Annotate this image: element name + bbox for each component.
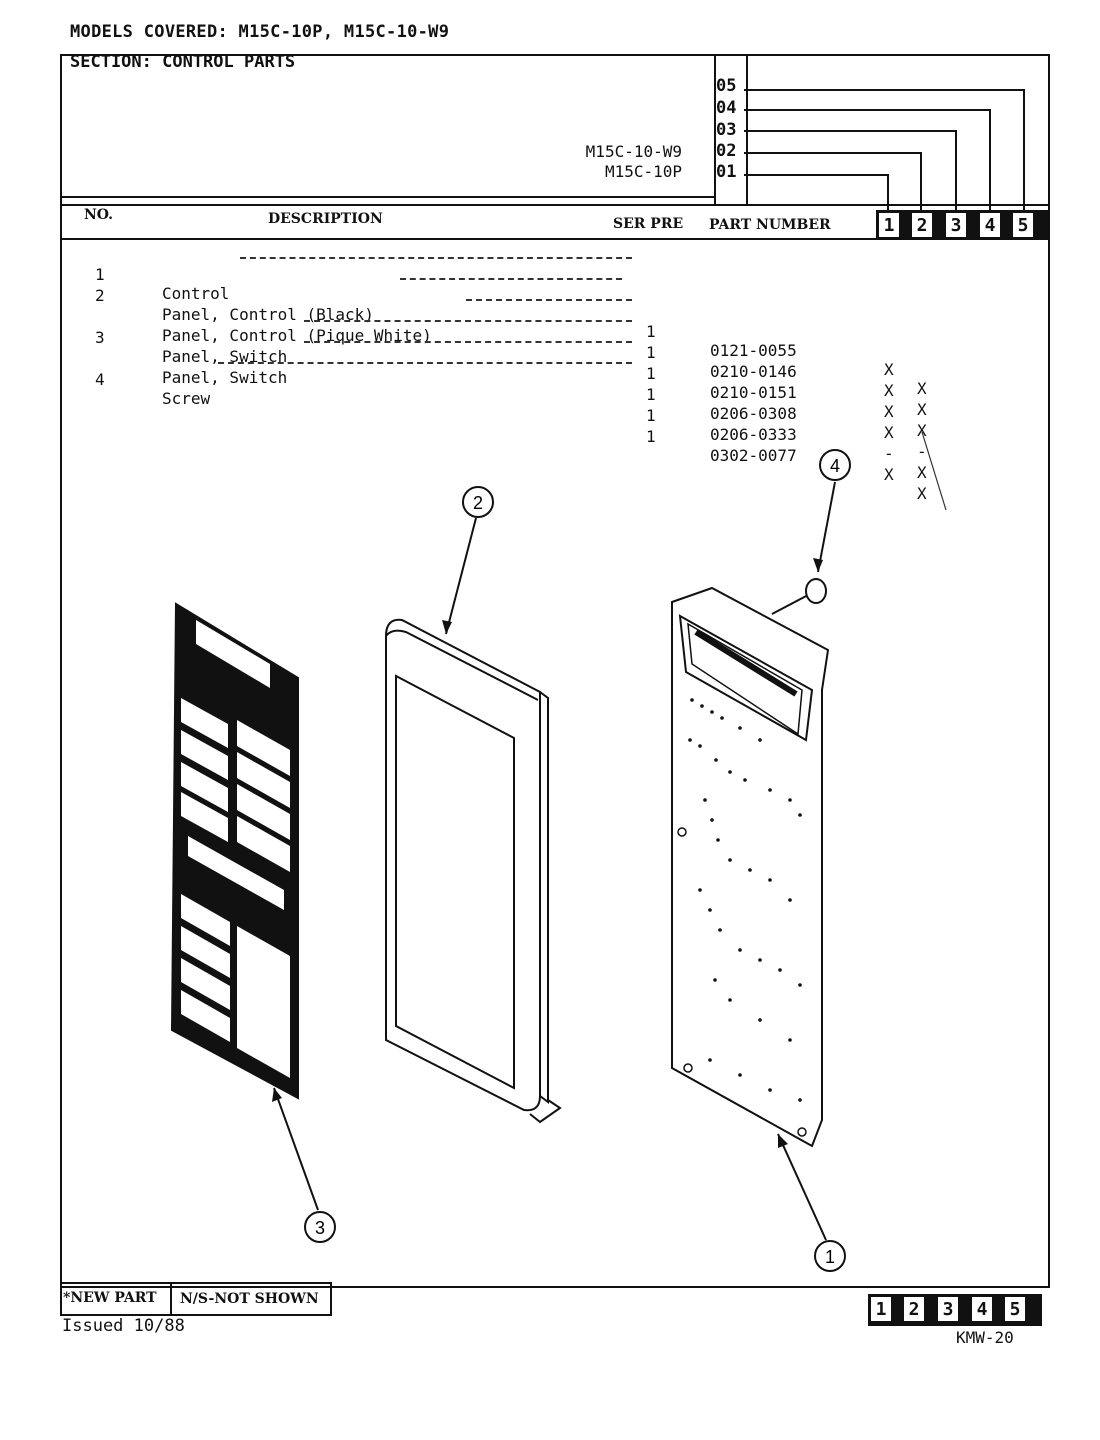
column-no: NO. (84, 207, 114, 223)
model-2-mark: X (917, 400, 927, 419)
footer-model-col-5: 5 (1004, 1296, 1026, 1322)
control-panel-illustration (385, 618, 562, 1124)
footer-model-col-1: 1 (870, 1296, 892, 1322)
column-header-bottom-line (60, 238, 1050, 240)
issued-date: Issued 10/88 (62, 1316, 185, 1336)
part-number: 0210-0151 (710, 383, 797, 402)
callout-number: 4 (830, 456, 840, 476)
part-no: 1 (95, 265, 105, 284)
callout-number: 1 (825, 1247, 835, 1267)
part-description: Panel, Control (Black) (162, 305, 374, 324)
exploded-parts-diagram: 2 4 3 1 (170, 431, 947, 1272)
part-no: 2 (95, 286, 105, 305)
part-description: Panel, Switch (162, 368, 288, 387)
callout-3: 3 (304, 1211, 336, 1243)
part-row: 3 Panel, Switch 1 0206-0308 X - (0, 309, 1100, 461)
part-qty: 1 (646, 406, 656, 425)
leader-dashes (218, 362, 632, 364)
model-2-mark: X (917, 463, 927, 482)
model-1-mark: X (884, 360, 894, 379)
footer-bar (60, 1282, 332, 1316)
code-connector-lines (744, 89, 1025, 212)
not-shown-legend: N/S-NOT SHOWN (180, 1291, 319, 1307)
part-row: 2 Panel, Control (Black) 1 0210-0146 X X (0, 267, 1100, 419)
model-2-mark: X (917, 379, 927, 398)
models-covered: MODELS COVERED: M15C-10P, M15C-10-W9 (70, 22, 450, 42)
page-code: KMW-20 (956, 1328, 1014, 1347)
code-03: 03 (716, 120, 737, 140)
column-part-number: PART NUMBER (709, 217, 831, 233)
callout-number: 3 (315, 1218, 325, 1238)
header-divider (60, 196, 715, 198)
footer-model-col-3: 3 (937, 1296, 959, 1322)
part-number: 0206-0308 (710, 404, 797, 423)
model-col-5: 5 (1012, 212, 1034, 238)
part-no: 3 (95, 328, 105, 347)
model-col-1: 1 (878, 212, 900, 238)
part-row: 4 Screw 1 0302-0077 X X (0, 351, 1100, 503)
model-2-mark: X (917, 484, 927, 503)
column-description: DESCRIPTION (268, 211, 383, 227)
column-header-top-line (60, 204, 1050, 206)
part-qty: 1 (646, 322, 656, 341)
leader-dashes (240, 257, 632, 259)
model-1-mark: X (884, 465, 894, 484)
footer-model-col-2: 2 (903, 1296, 925, 1322)
part-number: 0121-0055 (710, 341, 797, 360)
part-qty: 1 (646, 385, 656, 404)
model-p-label: M15C-10P (604, 162, 682, 181)
leader-dashes (304, 320, 632, 322)
model-2-mark: - (917, 442, 927, 461)
part-description: Panel, Switch (162, 347, 288, 366)
model-1-mark: X (884, 381, 894, 400)
part-number: 0206-0333 (710, 425, 797, 444)
code-01: 01 (716, 162, 737, 182)
part-no: 4 (95, 370, 105, 389)
part-row: 1 Control 1 0121-0055 X X (0, 246, 1100, 398)
code-05: 05 (716, 76, 737, 96)
callout-2: 2 (462, 486, 494, 518)
leader-dashes (400, 278, 622, 280)
part-qty: 1 (646, 364, 656, 383)
model-col-4: 4 (979, 212, 1001, 238)
callout-1: 1 (814, 1240, 846, 1272)
model-1-mark: - (884, 444, 894, 463)
leader-dashes (466, 299, 632, 301)
callout-4: 4 (819, 449, 851, 481)
model-2-mark: X (917, 421, 927, 440)
part-row: Panel, Control (Pique White) 1 0210-0151… (0, 288, 1100, 440)
model-w9-label: M15C-10-W9 (585, 142, 682, 161)
model-1-mark: X (884, 402, 894, 421)
screw-illustration (771, 578, 827, 615)
part-number: 0210-0146 (710, 362, 797, 381)
code-04: 04 (716, 98, 737, 118)
section-title: SECTION: CONTROL PARTS (70, 52, 296, 72)
model-col-3: 3 (945, 212, 967, 238)
part-number: 0302-0077 (710, 446, 797, 465)
part-qty: 1 (646, 427, 656, 446)
model-col-2: 2 (911, 212, 933, 238)
part-row: Panel, Switch 1 0206-0333 - X (0, 330, 1100, 482)
code-02: 02 (716, 141, 737, 161)
leader-dashes (304, 341, 632, 343)
model-1-mark: X (884, 423, 894, 442)
new-part-legend: *NEW PART (63, 1290, 157, 1306)
callout-number: 2 (473, 493, 483, 513)
column-ser-pre: SER PRE (613, 216, 684, 232)
footer-model-col-4: 4 (971, 1296, 993, 1322)
footer-divider (170, 1282, 172, 1316)
page-frame (60, 54, 1050, 1288)
control-board-illustration (671, 586, 830, 1148)
scan-mark (921, 431, 947, 511)
part-description: Panel, Control (Pique White) (162, 326, 432, 345)
part-description: Control (162, 284, 230, 303)
part-qty: 1 (646, 343, 656, 362)
switch-panel-illustration (170, 602, 299, 1100)
part-description: Screw (162, 389, 211, 408)
